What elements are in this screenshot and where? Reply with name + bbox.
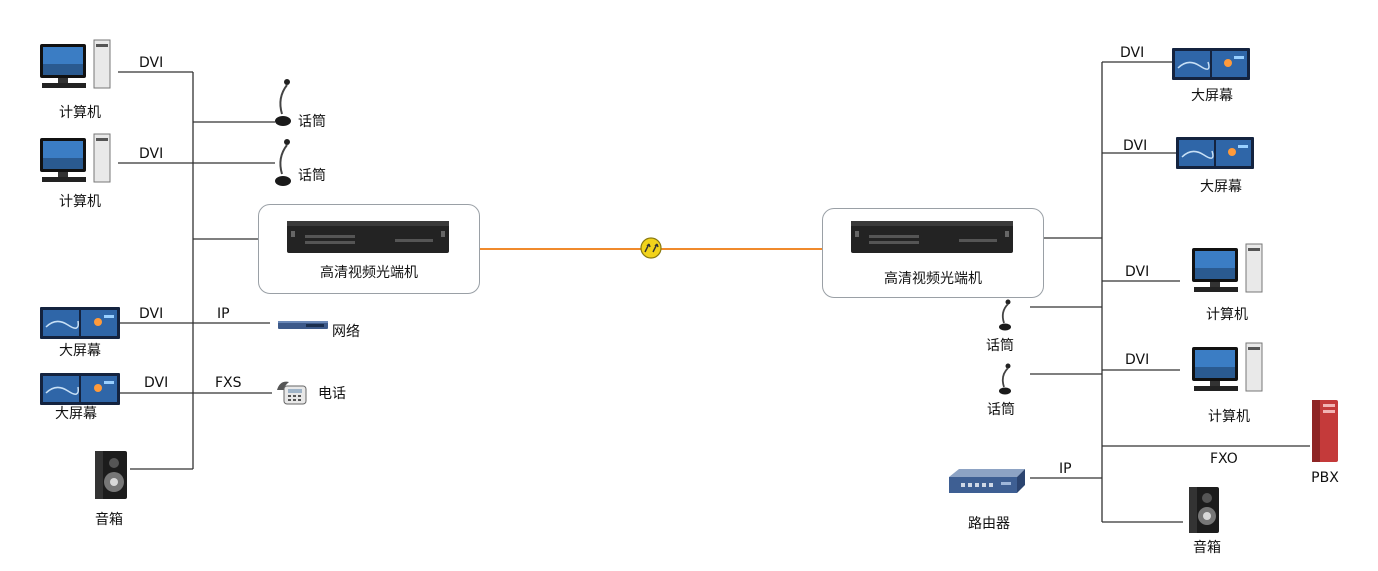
right-dvi-2-label: DVI: [1123, 138, 1148, 154]
microphone-icon: [275, 79, 291, 126]
computer-icon: [1192, 342, 1263, 392]
right-transceiver-box[interactable]: 高清视频光端机: [822, 208, 1044, 298]
left-network-label: 网络: [332, 324, 360, 340]
right-speaker-label: 音箱: [1193, 540, 1221, 556]
left-speaker-label: 音箱: [95, 512, 123, 528]
video-wall-icon: [40, 373, 120, 405]
right-screen-1-label: 大屏幕: [1191, 88, 1233, 104]
microphone-icon: [999, 363, 1011, 395]
right-fxo-label: FXO: [1210, 451, 1238, 467]
video-wall-icon: [1176, 137, 1254, 169]
right-mic-2-label: 话筒: [987, 402, 1015, 418]
right-computer-2-label: 计算机: [1208, 409, 1250, 425]
right-transceiver-label: 高清视频光端机: [884, 271, 982, 287]
right-dvi-3-label: DVI: [1125, 264, 1150, 280]
left-phone-label: 电话: [318, 386, 346, 402]
right-pbx-label: PBX: [1311, 470, 1339, 486]
right-ip-label: IP: [1059, 461, 1072, 477]
left-transceiver-box[interactable]: 高清视频光端机: [258, 204, 480, 294]
right-computer-1-label: 计算机: [1206, 307, 1248, 323]
right-router-label: 路由器: [968, 516, 1010, 532]
left-screen-1-label: 大屏幕: [59, 343, 101, 359]
speaker-icon: [95, 451, 127, 499]
video-wall-icon: [1172, 48, 1250, 80]
optical-transceiver-icon: [851, 221, 1013, 253]
left-mic-2-label: 话筒: [298, 168, 326, 184]
computer-icon: [1192, 243, 1263, 293]
right-dvi-4-label: DVI: [1125, 352, 1150, 368]
left-computer-2-label: 计算机: [59, 194, 101, 210]
left-screen-2-label: 大屏幕: [55, 406, 97, 422]
right-dvi-1-label: DVI: [1120, 45, 1145, 61]
telephone-icon: [277, 381, 307, 405]
speaker-icon: [1189, 487, 1219, 533]
fiber-connector-icon: [640, 237, 662, 259]
right-mic-1-label: 话筒: [986, 338, 1014, 354]
computer-icon: [40, 133, 111, 183]
optical-transceiver-icon: [287, 221, 449, 253]
pbx-server-icon: [1312, 400, 1338, 462]
network-switch-icon: [278, 321, 328, 329]
right-screen-2-label: 大屏幕: [1200, 179, 1242, 195]
left-transceiver-label: 高清视频光端机: [320, 265, 418, 281]
left-dvi-1-label: DVI: [139, 55, 164, 71]
router-icon: [949, 469, 1025, 493]
left-computer-1-label: 计算机: [59, 105, 101, 121]
microphone-icon: [275, 139, 291, 186]
left-mic-1-label: 话筒: [298, 114, 326, 130]
left-dvi-2-label: DVI: [139, 146, 164, 162]
left-dvi-3-label: DVI: [139, 306, 164, 322]
left-fxs-label: FXS: [215, 375, 242, 391]
microphone-icon: [999, 299, 1011, 331]
computer-icon: [40, 39, 111, 89]
left-ip-label: IP: [217, 306, 230, 322]
video-wall-icon: [40, 307, 120, 339]
left-dvi-4-label: DVI: [144, 375, 169, 391]
